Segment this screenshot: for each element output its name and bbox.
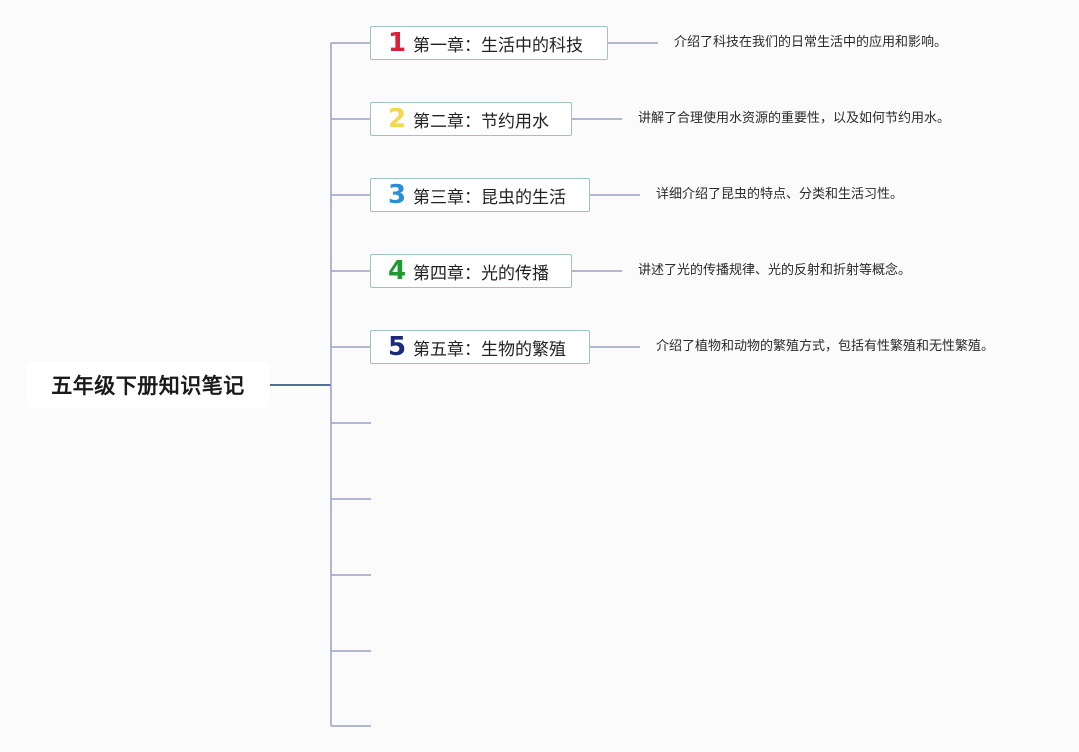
root-node[interactable]: 五年级下册知识笔记 bbox=[26, 362, 270, 408]
chapter-number-4: 4 bbox=[387, 256, 407, 286]
chapter-title-3: 第三章：昆虫的生活 bbox=[413, 187, 566, 208]
chapter-node-1[interactable]: 1 第一章：生活中的科技 bbox=[370, 26, 608, 60]
chapter-description-1: 介绍了科技在我们的日常生活中的应用和影响。 bbox=[674, 35, 948, 50]
chapter-node-3[interactable]: 3 第三章：昆虫的生活 bbox=[370, 178, 590, 212]
chapter-title-4: 第四章：光的传播 bbox=[413, 263, 549, 284]
chapter-number-1: 1 bbox=[387, 28, 407, 58]
root-title: 五年级下册知识笔记 bbox=[51, 374, 245, 398]
chapter-title-1: 第一章：生活中的科技 bbox=[413, 35, 583, 56]
chapter-node-2[interactable]: 2 第二章：节约用水 bbox=[370, 102, 572, 136]
chapter-node-4[interactable]: 4 第四章：光的传播 bbox=[370, 254, 572, 288]
chapter-number-3: 3 bbox=[387, 180, 407, 210]
chapter-number-2: 2 bbox=[387, 104, 407, 134]
chapter-description-3: 详细介绍了昆虫的特点、分类和生活习性。 bbox=[656, 187, 904, 202]
chapter-node-5[interactable]: 5 第五章：生物的繁殖 bbox=[370, 330, 590, 364]
chapter-description-5: 介绍了植物和动物的繁殖方式，包括有性繁殖和无性繁殖。 bbox=[656, 339, 995, 354]
chapter-title-5: 第五章：生物的繁殖 bbox=[413, 339, 566, 360]
chapter-description-2: 讲解了合理使用水资源的重要性，以及如何节约用水。 bbox=[638, 111, 951, 126]
chapter-description-4: 讲述了光的传播规律、光的反射和折射等概念。 bbox=[638, 263, 912, 278]
chapter-number-5: 5 bbox=[387, 332, 407, 362]
chapter-title-2: 第二章：节约用水 bbox=[413, 111, 549, 132]
